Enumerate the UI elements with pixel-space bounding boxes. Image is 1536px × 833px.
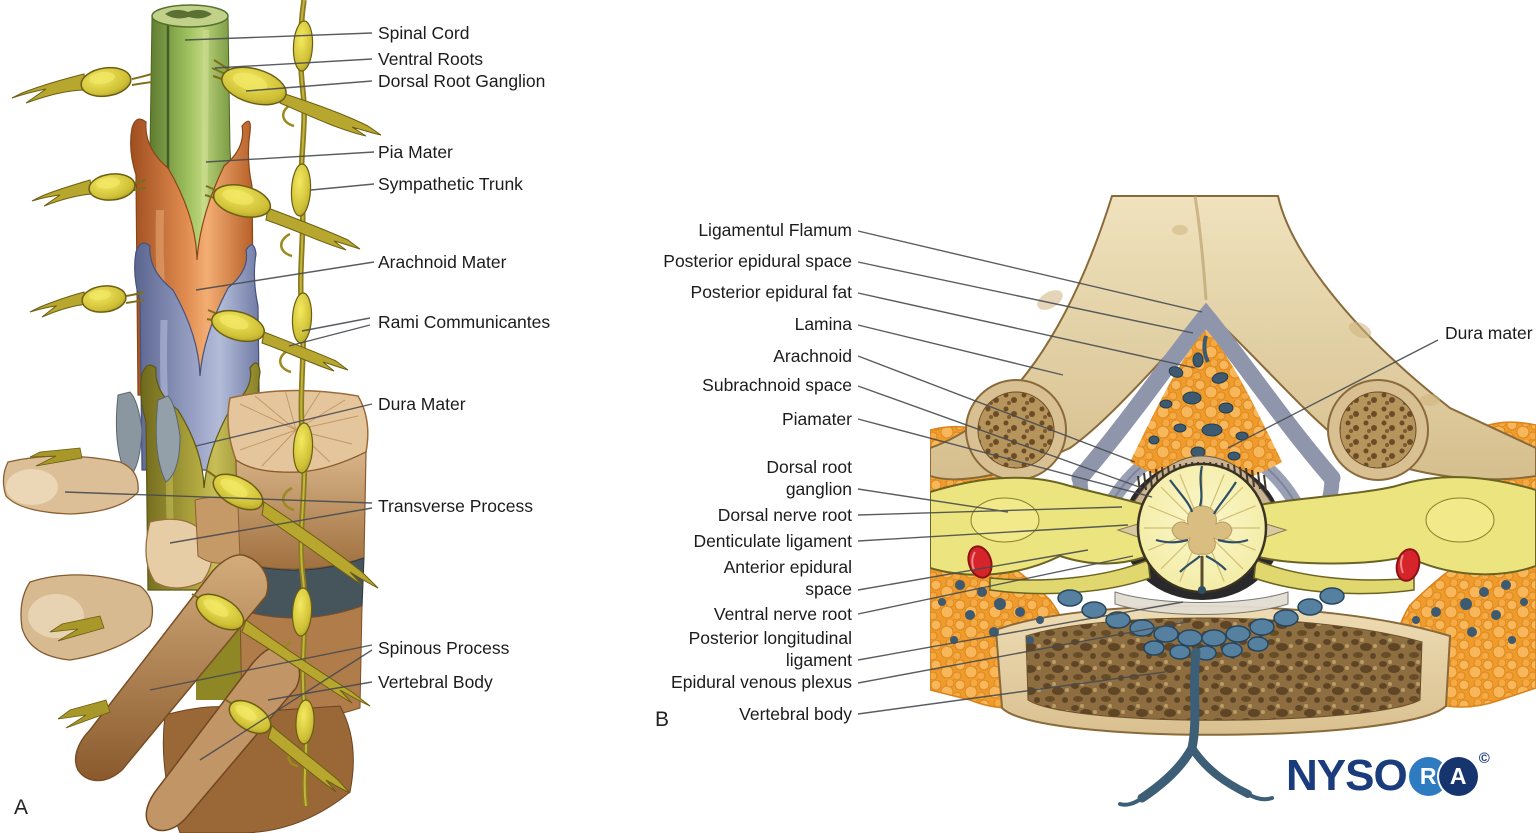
vertebral-body-graphic [994,605,1452,736]
nysora-wordmark: NYSO [1286,751,1408,800]
cord-vessels-graphic [1155,465,1249,573]
label-epidural-venous-plexus: Epidural venous plexus [671,672,852,692]
dorsal-root-ganglion-b-graphic [970,497,1040,543]
label-arachnoid-mater: Arachnoid Mater [378,252,507,272]
panel-b-letter: B [655,708,670,731]
panel-a-illustration [2,0,382,833]
label-dorsal-root-ganglion-b: Dorsal root ganglion [766,457,852,499]
label-dura-mater-b: Dura mater [1445,323,1533,343]
label-pia-mater: Pia Mater [378,142,453,162]
label-spinal-cord: Spinal Cord [378,23,470,43]
panel-a-letter: A [14,796,29,819]
articular-facets-graphic [115,391,181,483]
label-vertebral-body-a: Vertebral Body [378,672,493,692]
label-lamina: Lamina [794,314,852,334]
nysora-a-disc: A [1438,756,1478,796]
panel-b-illustration [930,195,1536,807]
label-denticulate-ligament: Denticulate ligament [693,531,852,551]
copyright-mark: © [1478,750,1490,767]
nysora-logo: NYSO R A © [1286,750,1490,800]
label-ligamentum-flavum: Ligamentul Flamum [698,220,852,240]
label-transverse-process: Transverse Process [378,496,533,516]
label-anterior-epidural-space: Anterior epidural space [723,557,852,599]
spinal-cord-section-graphic [1136,462,1268,594]
nysora-r-disc: R [1408,756,1448,796]
label-arachnoid: Arachnoid [773,346,852,366]
label-dura-mater: Dura Mater [378,394,466,414]
label-ventral-nerve-root: Ventral nerve root [713,604,852,624]
label-posterior-epidural-fat: Posterior epidural fat [690,282,852,302]
label-pia-mater-b: Piamater [781,409,852,429]
label-dorsal-nerve-root: Dorsal nerve root [717,505,852,525]
label-posterior-epidural-space: Posterior epidural space [663,251,852,271]
label-posterior-longitudinal-ligament: Posterior longitudinal ligament [688,628,852,670]
label-ventral-roots: Ventral Roots [378,49,484,69]
label-sympathetic-trunk: Sympathetic Trunk [378,174,523,194]
basivertebral-vein-graphic [1118,647,1274,807]
label-spinous-process: Spinous Process [378,638,510,658]
label-vertebral-body-b: Vertebral body [739,704,852,724]
label-rami-communicantes: Rami Communicantes [378,312,551,332]
label-dorsal-root-ganglion: Dorsal Root Ganglion [378,71,546,91]
label-subarachnoid-space: Subrachnoid space [702,375,852,395]
